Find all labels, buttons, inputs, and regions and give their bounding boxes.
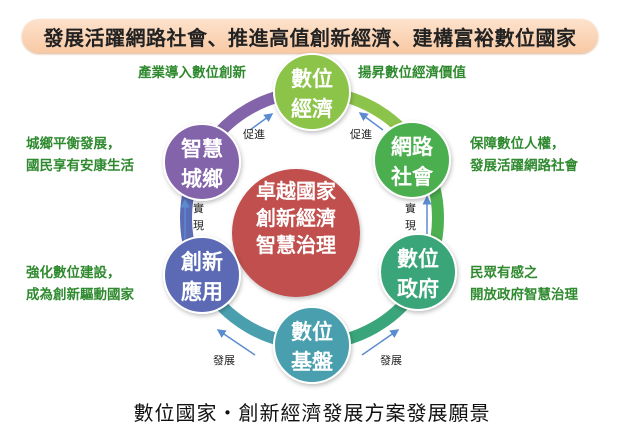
note-line: 保障數位人權， (470, 136, 565, 152)
note-economy-right: 揚昇數位經濟價值 (358, 65, 466, 81)
node-label: 城鄉 (181, 167, 223, 191)
node-circle (373, 121, 451, 199)
node-label: 數位 (397, 247, 439, 271)
develop-label: 發展 (213, 353, 235, 367)
node-circle (273, 306, 351, 384)
note-economy-left: 產業導入數位創新 (138, 65, 246, 81)
develop-label: 發展 (380, 353, 402, 367)
node-network-society: 網路社會 (373, 121, 451, 199)
node-label: 網路 (391, 135, 434, 159)
note-line: 民眾有感之 (470, 265, 538, 281)
title-banner: 發展活躍網路社會、推進高值創新經濟、建構富裕數位國家 (22, 19, 598, 53)
arrow-icon (216, 329, 256, 356)
arrows: 促進 促進 實 現 實 現 發展 發展 (180, 112, 432, 367)
promote-label: 促進 (350, 127, 372, 141)
node-digital-economy: 數位經濟 (273, 53, 351, 131)
node-label: 數位 (291, 67, 333, 91)
node-circle (163, 123, 241, 201)
node-circle (273, 53, 351, 131)
note-digital-government: 民眾有感之 開放政府智慧治理 (470, 262, 578, 306)
note-smart-city: 城鄉平衡發展， 國民享有安康生活 (26, 133, 134, 177)
node-label: 基盤 (291, 350, 334, 374)
realize-label: 實 (193, 201, 204, 215)
note-network-society: 保障數位人權， 發展活躍網路社會 (470, 133, 578, 177)
realize-label: 現 (405, 219, 416, 232)
node-label: 政府 (397, 277, 439, 301)
note-line: 成為創新驅動國家 (26, 287, 134, 303)
center-line: 智慧治理 (256, 233, 336, 257)
arrow-icon (249, 113, 274, 131)
node-label: 數位 (291, 320, 333, 344)
arrow-icon (358, 112, 384, 131)
arrow-icon (361, 329, 400, 356)
note-line: 強化數位建設， (26, 265, 121, 281)
promote-label: 促進 (243, 127, 265, 141)
node-label: 智慧 (181, 137, 223, 161)
note-innovative-application: 強化數位建設， 成為創新驅動國家 (26, 262, 134, 306)
note-line: 開放政府智慧治理 (470, 287, 578, 303)
node-label: 經濟 (291, 97, 333, 121)
node-circle (163, 236, 241, 314)
node-label: 應用 (181, 280, 223, 304)
note-line: 城鄉平衡發展， (26, 136, 121, 152)
node-label: 社會 (390, 165, 434, 189)
caption: 數位國家‧創新經濟發展方案發展願景 (133, 401, 491, 425)
node-label: 創新 (181, 250, 223, 274)
node-circle (379, 233, 457, 311)
center-line: 卓越國家 (256, 179, 337, 203)
note-line: 國民享有安康生活 (26, 158, 134, 174)
center-circle: 卓越國家 創新經濟 智慧治理 (232, 169, 360, 297)
center-line: 創新經濟 (255, 206, 336, 230)
note-line: 發展活躍網路社會 (470, 158, 578, 174)
realize-label: 現 (193, 219, 204, 232)
realize-label: 實 (405, 201, 416, 215)
